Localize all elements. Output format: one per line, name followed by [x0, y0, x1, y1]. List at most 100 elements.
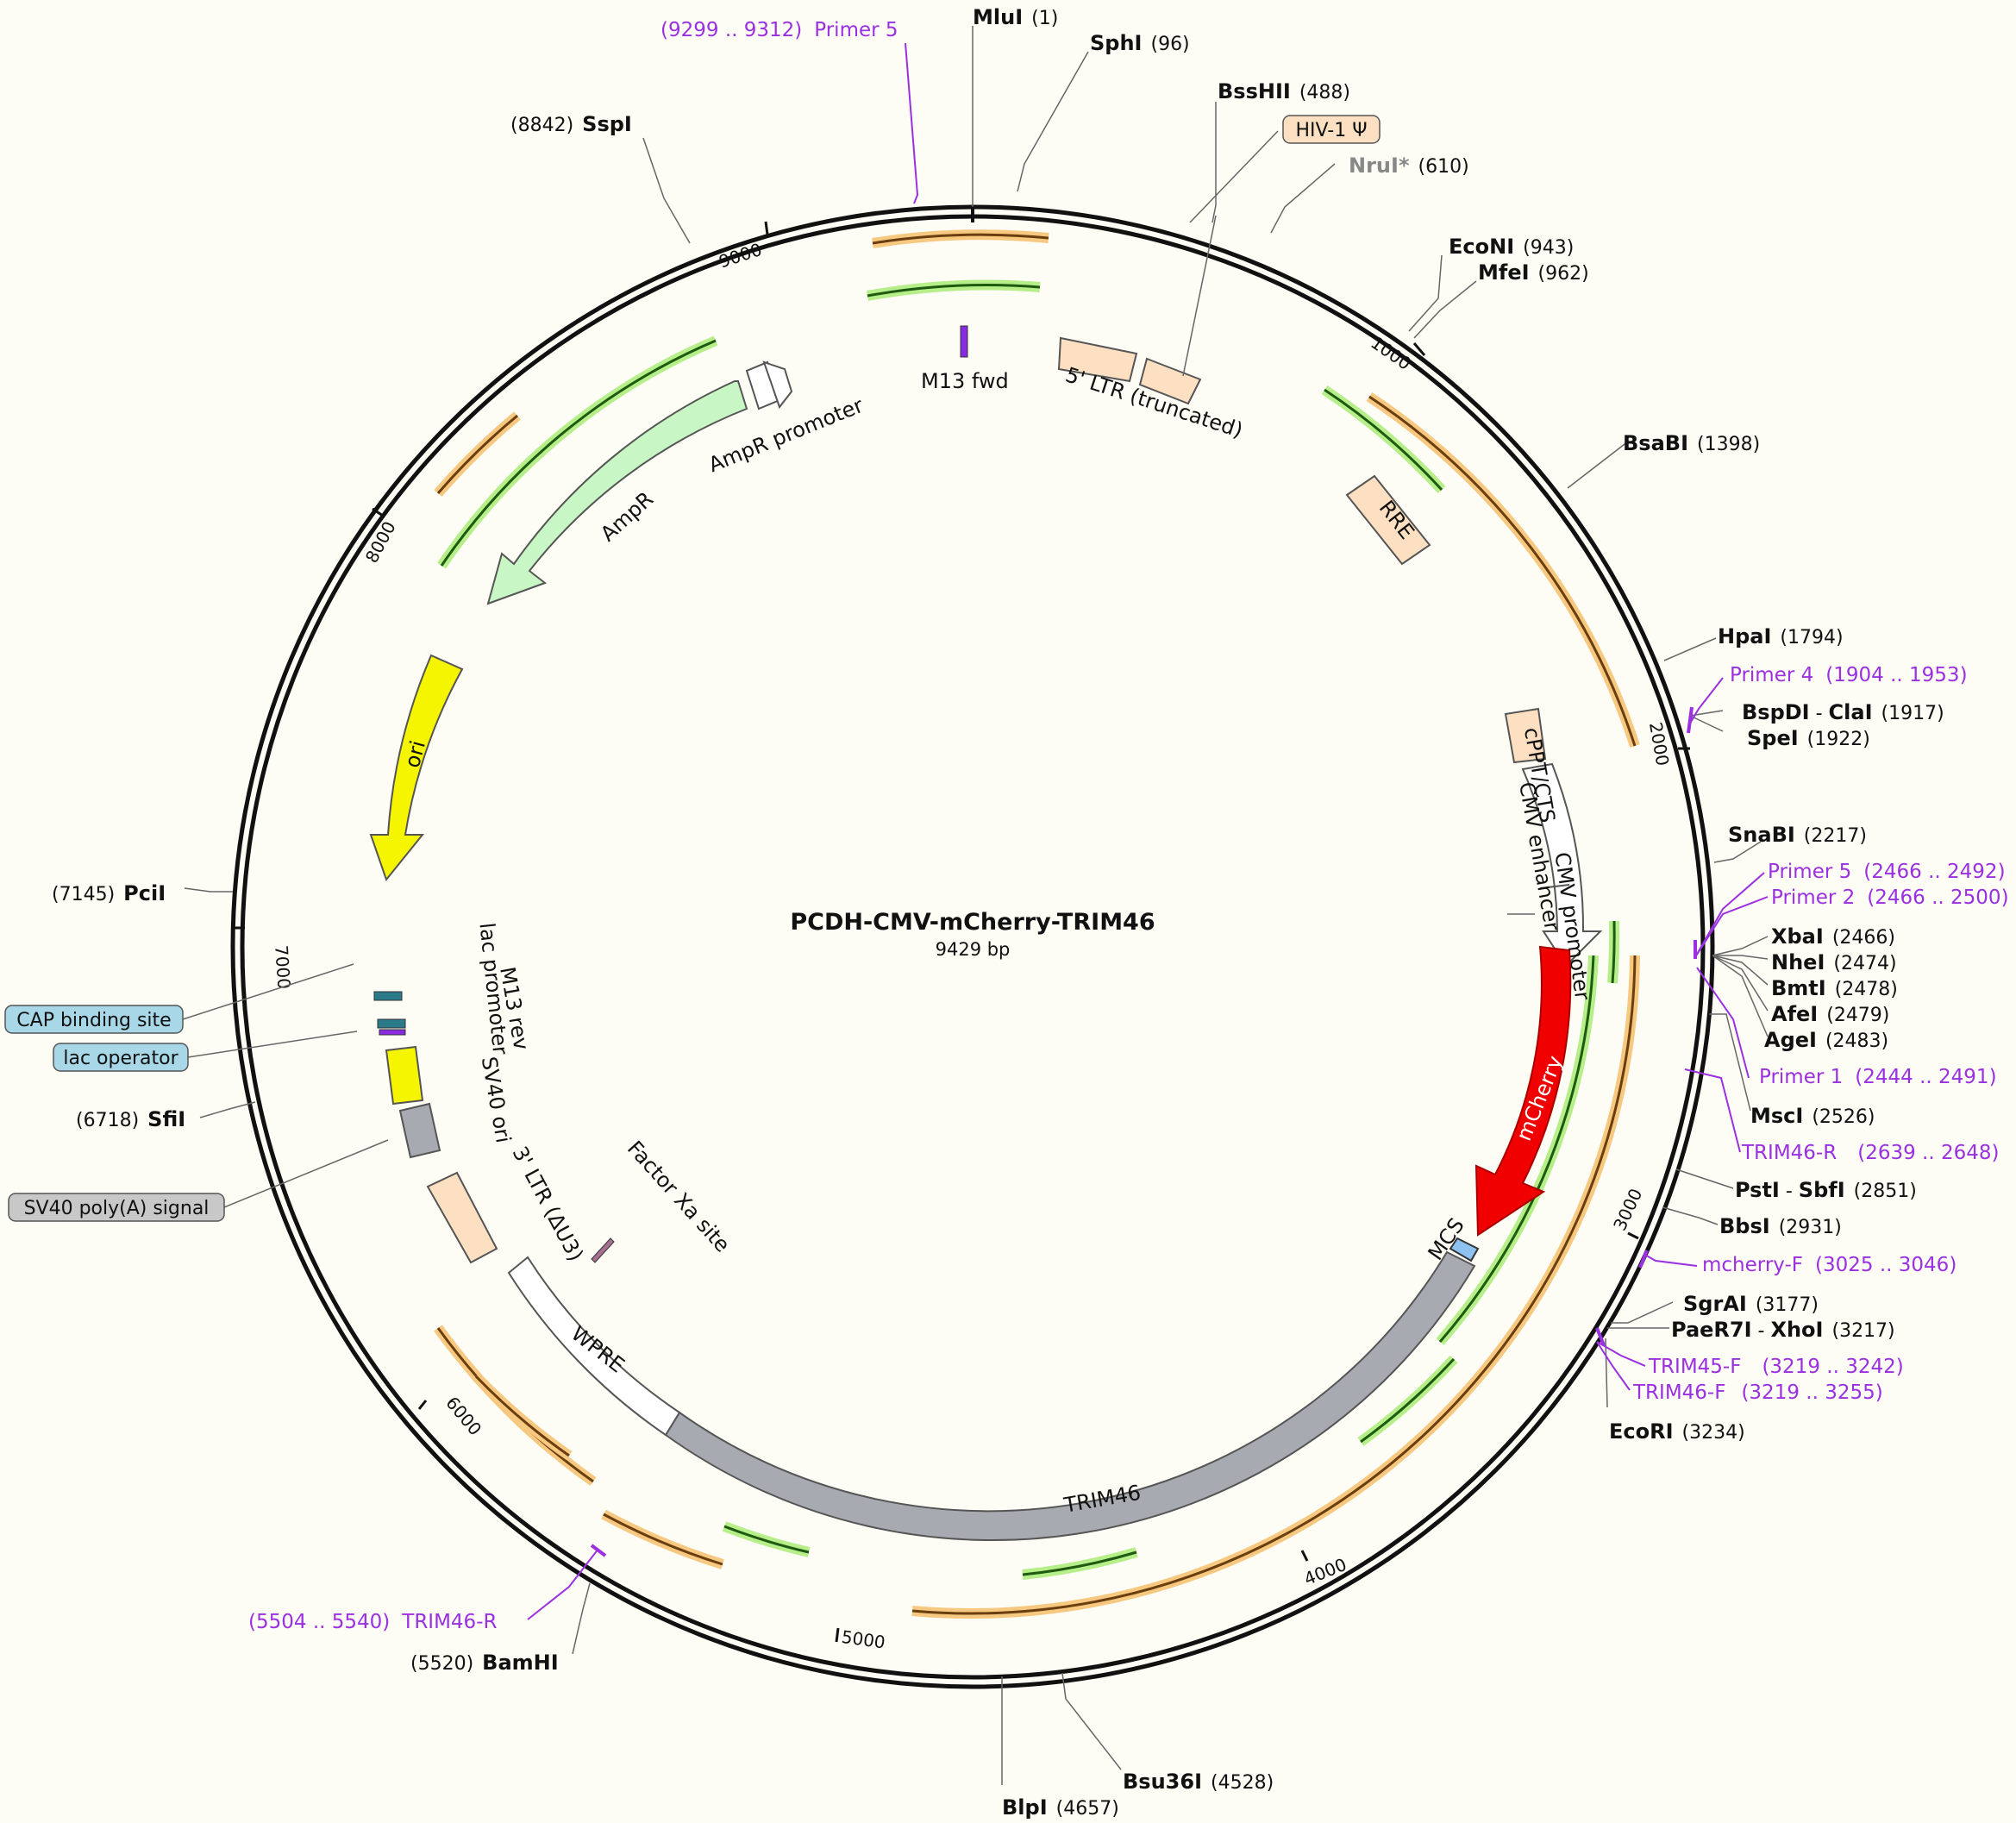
leader-nrui [1270, 163, 1336, 234]
primer-label-2: Primer 4(1904 .. 1953) [1730, 664, 1968, 686]
mcs-box [1449, 1237, 1480, 1262]
tick-6000 [417, 1400, 428, 1410]
ampr-promoter-head [762, 360, 793, 410]
cap-pill-text: CAP binding site [16, 1010, 171, 1031]
primer-mark-8 [1595, 1327, 1606, 1346]
lac-operator-mark [377, 1018, 406, 1029]
site-bsabi: BsaBI(1398) [1623, 431, 1760, 455]
hiv-pill-text: HIV-1 Ψ [1295, 120, 1367, 141]
tick-8000 [372, 507, 384, 517]
leader-afei [1712, 955, 1769, 1012]
leader-snabi [1713, 841, 1762, 863]
primer-mark-7 [1638, 1250, 1649, 1269]
ltr5-box-2 [1138, 357, 1202, 405]
primer-mark-2 [1687, 706, 1694, 734]
site-sgrai: SgrAI(3177) [1683, 1292, 1819, 1316]
orf-arc-right-orange-line [1368, 395, 1637, 747]
sv40ori-box [385, 1045, 424, 1106]
orf-arc-lr-green-3-line [1360, 1357, 1456, 1444]
leader-ltr-bsshii [1182, 215, 1217, 377]
lacop-pill-text: lac operator [63, 1048, 178, 1069]
tick-4000 [1300, 1550, 1309, 1562]
primer-label-5: Primer 1(2444 .. 2491) [1759, 1066, 1997, 1088]
site-blpi: BlpI(4657) [1002, 1795, 1119, 1820]
m13rev-mark [379, 1029, 406, 1036]
sv40polya-box [398, 1102, 441, 1159]
mcherry-arrow [1474, 945, 1572, 1237]
leader-sspi [642, 137, 691, 244]
leader-msci [1709, 1013, 1751, 1112]
primer-leader-2 [1687, 677, 1724, 727]
site-nrui: NruI*(610) [1349, 153, 1469, 178]
m13fwd-mark [960, 325, 968, 358]
leader-mfei [1413, 280, 1477, 339]
primer-leader-1 [905, 42, 919, 204]
leader-econi [1408, 254, 1443, 332]
leader-psti [1675, 1168, 1734, 1189]
leader-hiv [1189, 130, 1279, 223]
primer-label-4: Primer 2(2466 .. 2500) [1771, 886, 2009, 909]
orf-arc-ul-orange-line [436, 414, 518, 494]
site-snabi: SnaBI(2217) [1728, 823, 1867, 847]
m13fwd-label: M13 fwd [921, 369, 1009, 393]
primer-label-7: mcherry-F(3025 .. 3046) [1702, 1254, 1957, 1276]
primer-leader-5 [1696, 967, 1750, 1079]
leader-ecori [1605, 1337, 1608, 1408]
primer-label-8: TRIM45-F(3219 .. 3242) [1648, 1356, 1904, 1378]
lacop-pill [53, 1043, 189, 1072]
orf-arc-lr-orange-line [911, 955, 1637, 1615]
primer-label-1: (9299 .. 9312)Primer 5 [661, 19, 898, 41]
tick-5000 [835, 1627, 840, 1643]
map-title: PCDH-CMV-mCherry-TRIM46 [790, 909, 1155, 936]
primer-leaders [527, 42, 1769, 1620]
wpre-arc [507, 1256, 681, 1437]
pill-labels: HIV-1 Ψ CAP binding site lac operator SV… [4, 115, 1381, 1222]
orf-arcs [434, 229, 1640, 1619]
orf-arc-bot-green-1-line [1022, 1550, 1137, 1576]
orf-arc-top-orange-line [872, 233, 1049, 245]
ori-arrow [369, 654, 464, 882]
primer-leader-9 [1596, 1341, 1631, 1391]
leader-sfii [199, 1101, 256, 1118]
primer-leader-6 [1684, 1068, 1741, 1153]
leader-bamhi [572, 1582, 591, 1655]
leader-sgrai [1611, 1301, 1674, 1324]
site-bmti: BmtI(2478) [1771, 976, 1898, 1000]
ltr5-box-1 [1057, 336, 1138, 383]
leader-sv40polya [223, 1139, 389, 1208]
leader-cap [182, 963, 354, 1020]
primer-mark-10 [590, 1544, 607, 1557]
primer-leader-7 [1643, 1253, 1698, 1267]
map-subtitle: 9429 bp [936, 939, 1011, 960]
orf-arc-lr-green-2-line [1611, 920, 1616, 984]
orf-arc-bot-green-2-line [723, 1525, 810, 1554]
site-bbsi: BbsI(2931) [1719, 1214, 1842, 1238]
leader-sphi [1017, 51, 1089, 192]
cap-mark [373, 991, 403, 1001]
leader-bsu36i [1061, 1672, 1122, 1770]
orf-arc-right-green-line [1324, 388, 1443, 492]
site-bamhi: (5520)BamHI [410, 1651, 559, 1675]
ltr3-box [426, 1171, 498, 1264]
leader-lines [182, 26, 1769, 1785]
site-bspdi-clai: BspDI - ClaI(1917) [1742, 700, 1944, 724]
site-ecori: EcoRI(3234) [1609, 1419, 1745, 1444]
site-msci: MscI(2526) [1750, 1104, 1875, 1128]
site-labels: MluI(1) SphI(96) BssHII(488) NruI*(610) … [52, 5, 1944, 1820]
site-bsshii: BssHII(488) [1218, 79, 1350, 103]
rre-box [1345, 474, 1431, 566]
orf-arc-bl-orange-1-line [603, 1513, 723, 1566]
leader-bmti [1712, 955, 1769, 986]
orf-arc-lr-green-1-line [1438, 955, 1595, 1343]
factorxa-mark [591, 1237, 615, 1263]
site-pcii: (7145)PciI [52, 881, 166, 905]
site-sfii: (6718)SfiI [76, 1107, 185, 1131]
cmv-arrow [1521, 762, 1603, 968]
site-xbai: XbaI(2466) [1771, 924, 1895, 949]
site-hpai: HpaI(1794) [1718, 624, 1844, 648]
leader-bbsi [1662, 1206, 1719, 1225]
primer-leader-10 [527, 1548, 599, 1620]
cap-pill [4, 1005, 184, 1034]
primer-label-3: Primer 5(2466 .. 2492) [1768, 861, 2006, 883]
